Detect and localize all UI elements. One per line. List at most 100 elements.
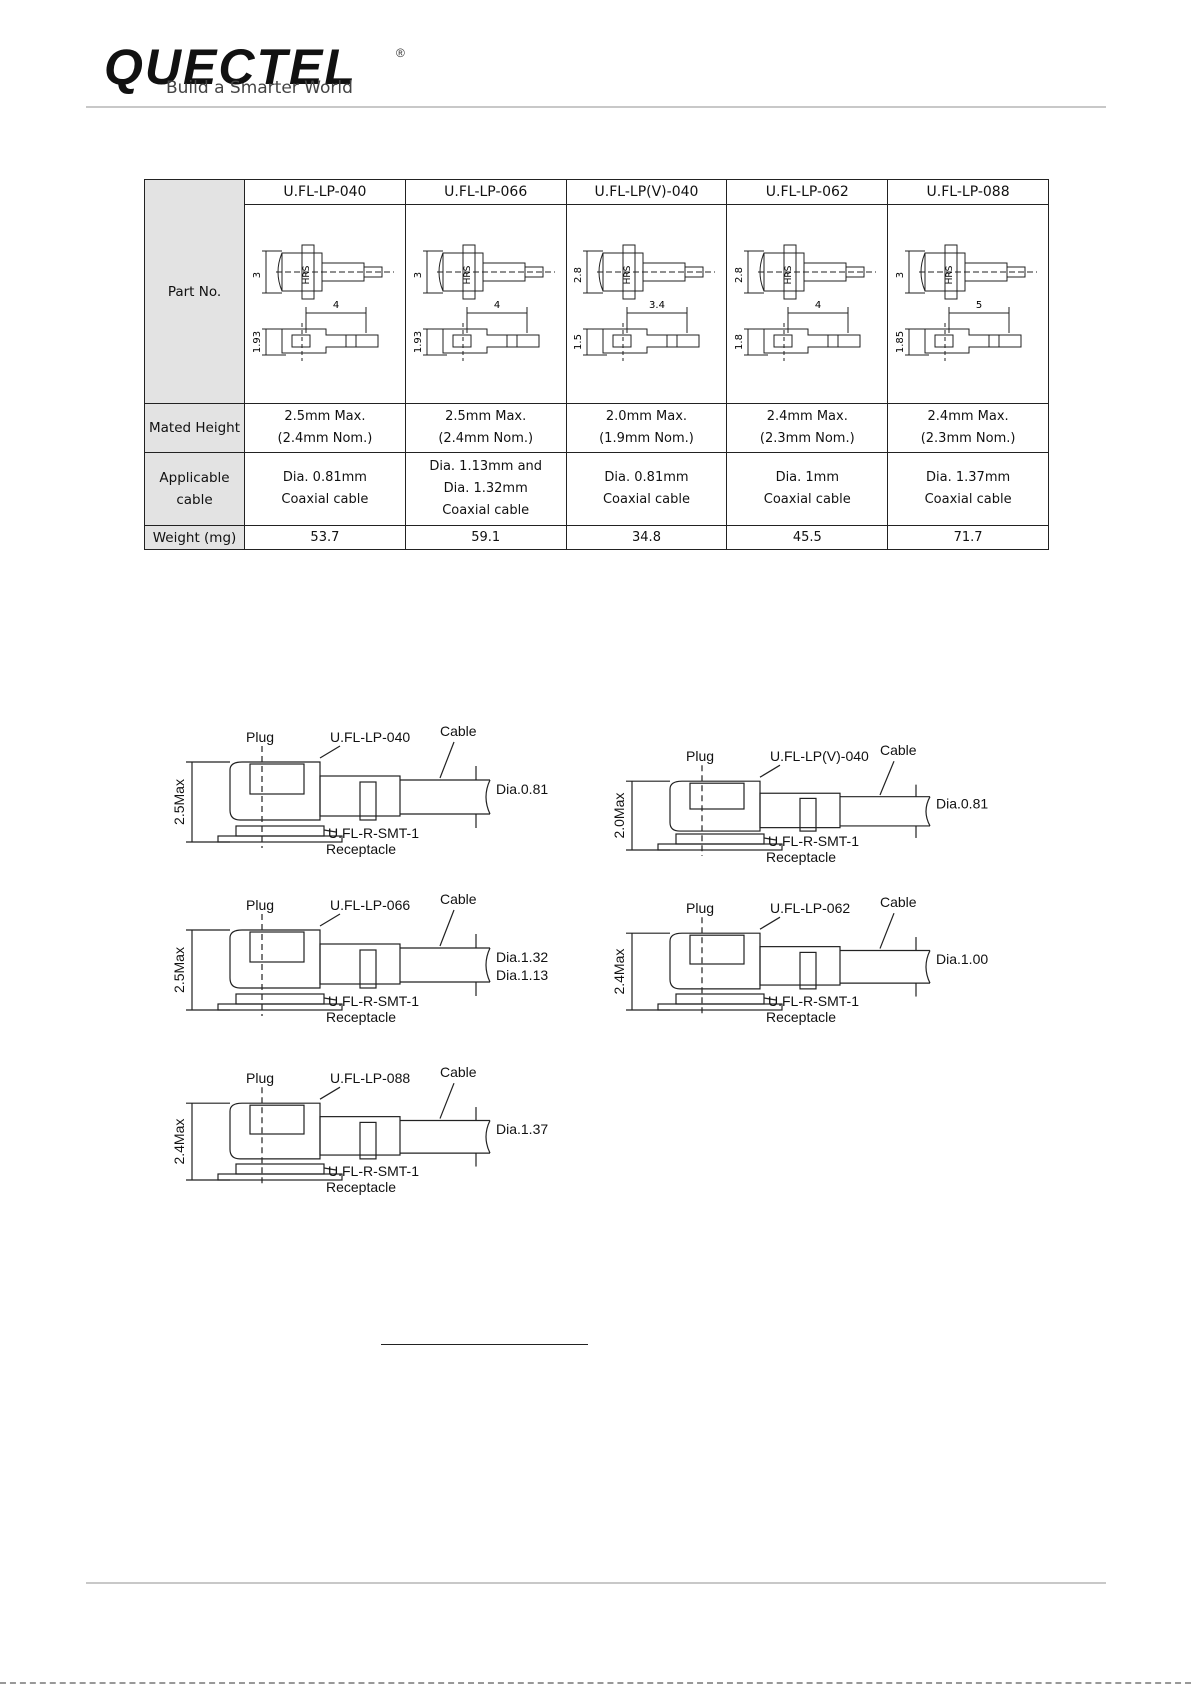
receptacle-base (217, 1173, 343, 1181)
dimension-label: 1.93 (413, 331, 424, 353)
diameter-label: Dia.0.81 (936, 796, 988, 812)
cell-line: cable (176, 492, 213, 508)
table-row: Weight (mg) 53.7 59.1 34.8 45.5 71.7 (144, 525, 1049, 550)
dimension-label: 3 (413, 272, 424, 278)
dimension-label: 1.93 (252, 331, 263, 353)
plug-body (229, 1102, 321, 1160)
mated-height-cell: 2.0mm Max.(1.9mm Nom.) (565, 403, 728, 453)
crimp-tab (359, 781, 377, 821)
leader-line (323, 829, 337, 833)
panel-strokes (186, 741, 491, 848)
logo-tagline: Build a Smarter World (166, 78, 353, 98)
cable-stub (684, 266, 704, 278)
quectel-logo: QUECTEL ® Build a Smarter World (104, 42, 434, 102)
plug-body (669, 780, 761, 832)
cable-label: Cable (880, 742, 917, 758)
cell-line: Dia. 0.81mm (604, 470, 689, 485)
leader-line (879, 760, 895, 796)
row-header-part-no: Part No. (144, 179, 245, 404)
hrs-mark: HRS (784, 265, 794, 284)
receptacle-base (657, 1003, 783, 1011)
panel-strokes (626, 912, 931, 1016)
cell-line: Coaxial cable (763, 492, 851, 507)
dimension-label: 1.5 (573, 334, 584, 350)
receptacle-label: Receptacle (326, 841, 396, 857)
cell-line: Coaxial cable (442, 503, 530, 518)
receptacle-top (675, 833, 765, 845)
dimension-label: 1.85 (895, 331, 906, 353)
panel-strokes (186, 1082, 491, 1186)
cell-line: Coaxial cable (281, 492, 369, 507)
footer-divider (86, 1582, 1106, 1584)
crimp-tab (359, 949, 377, 989)
plug-window (452, 334, 472, 348)
cell-line: (2.4mm Nom.) (277, 431, 373, 446)
plug-part-label: U.FL-LP-040 (330, 729, 410, 745)
panel-strokes (626, 760, 931, 856)
plug-side-outline (442, 328, 540, 354)
mated-height-label: 2.4Max (171, 1119, 187, 1165)
dimension-label: 3 (895, 272, 906, 278)
mated-height-label: 2.0Max (611, 793, 627, 839)
plug-window (249, 1104, 305, 1135)
dimension-label: 1.8 (734, 334, 745, 350)
row-header-mated-height: Mated Height (144, 403, 245, 453)
mated-height-label: 2.5Max (171, 947, 187, 993)
plug-window (249, 931, 305, 963)
hrs-mark: HRS (945, 265, 955, 284)
leader-line (319, 913, 341, 927)
leader-line (879, 912, 895, 949)
receptacle-base (657, 843, 783, 851)
receptacle-label: Receptacle (766, 849, 836, 865)
cell-line: 2.4mm Max. (766, 409, 848, 424)
cable-cut (485, 779, 491, 815)
crimp-tab (799, 797, 817, 832)
cable-stub (845, 266, 865, 278)
logo-wordmark: QUECTEL (104, 39, 357, 95)
leader-line (323, 1167, 337, 1171)
part-cell: U.FL-LP-062 (726, 179, 889, 205)
cable-cut (485, 947, 491, 983)
dimension-label: 2.8 (573, 267, 584, 283)
hrs-mark: HRS (302, 265, 312, 284)
receptacle-top (235, 993, 325, 1005)
receptacle-top (675, 993, 765, 1005)
mated-height-cell: 2.5mm Max.(2.4mm Nom.) (244, 403, 406, 453)
cell-line: Dia. 1.32mm (443, 481, 528, 496)
cell-line: Dia. 1mm (775, 470, 840, 485)
dimension-label: 2.8 (734, 267, 745, 283)
page-edge-dash (0, 1682, 1191, 1684)
leader-line (759, 916, 781, 930)
cable-cut (485, 1120, 491, 1154)
mated-height-cell: 2.5mm Max.(2.4mm Nom.) (404, 403, 567, 453)
part-cell: U.FL-LP-088 (887, 179, 1049, 205)
plug-part-label: U.FL-LP-088 (330, 1070, 410, 1086)
plug-body (229, 929, 321, 989)
weight-cell: 53.7 (244, 525, 406, 550)
diameter-label: Dia.1.00 (936, 951, 988, 967)
leader-line (439, 1082, 455, 1119)
part-cell: U.FL-LP-066 (404, 179, 567, 205)
plug-body (229, 761, 321, 821)
cable-cut (925, 950, 931, 984)
row-header-weight: Weight (mg) (144, 525, 245, 550)
cable-label: Cable (880, 894, 917, 910)
diameter-label: Dia.1.13 (496, 967, 548, 983)
dimension-label: 3 (252, 272, 263, 278)
header-divider (86, 106, 1106, 108)
dimension-label: 5 (976, 300, 982, 311)
hrs-mark: HRS (463, 265, 473, 284)
part-drawing: 3 HRS 5 1.85 (895, 244, 1038, 361)
table-row: Mated Height 2.5mm Max.(2.4mm Nom.) 2.5m… (144, 403, 1049, 453)
dimension-label: 3.4 (650, 300, 666, 311)
weight-cell: 34.8 (565, 525, 728, 550)
